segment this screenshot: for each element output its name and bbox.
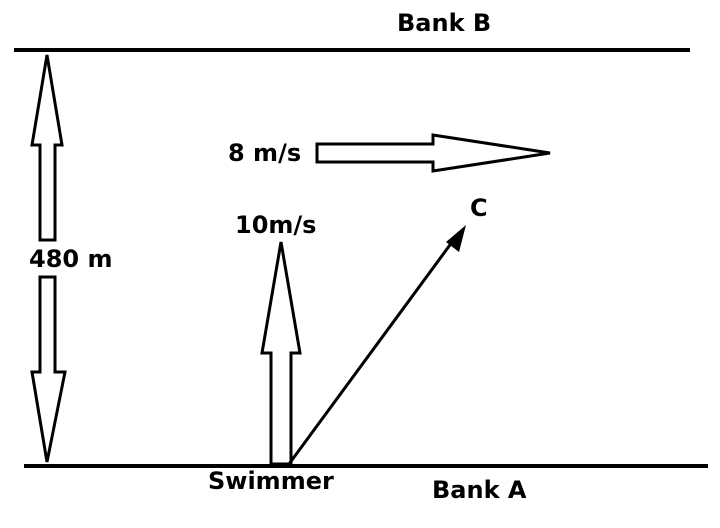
resultant-arrowhead-icon: [446, 225, 466, 252]
bank-b-label: Bank B: [397, 9, 491, 37]
current-arrow-icon: [315, 133, 551, 173]
swimmer-speed-label: 10m/s: [235, 211, 316, 239]
resultant-path-line: [287, 233, 460, 465]
width-label: 480 m: [29, 245, 112, 273]
point-c-label: C: [470, 194, 488, 222]
bank-a-label: Bank A: [432, 476, 527, 504]
current-speed-label: 8 m/s: [228, 139, 301, 167]
width-arrow-up-icon: [30, 54, 64, 242]
width-arrow-down-icon: [30, 275, 67, 463]
swimmer-velocity-arrow-icon: [260, 241, 302, 466]
swimmer-label: Swimmer: [208, 467, 334, 495]
